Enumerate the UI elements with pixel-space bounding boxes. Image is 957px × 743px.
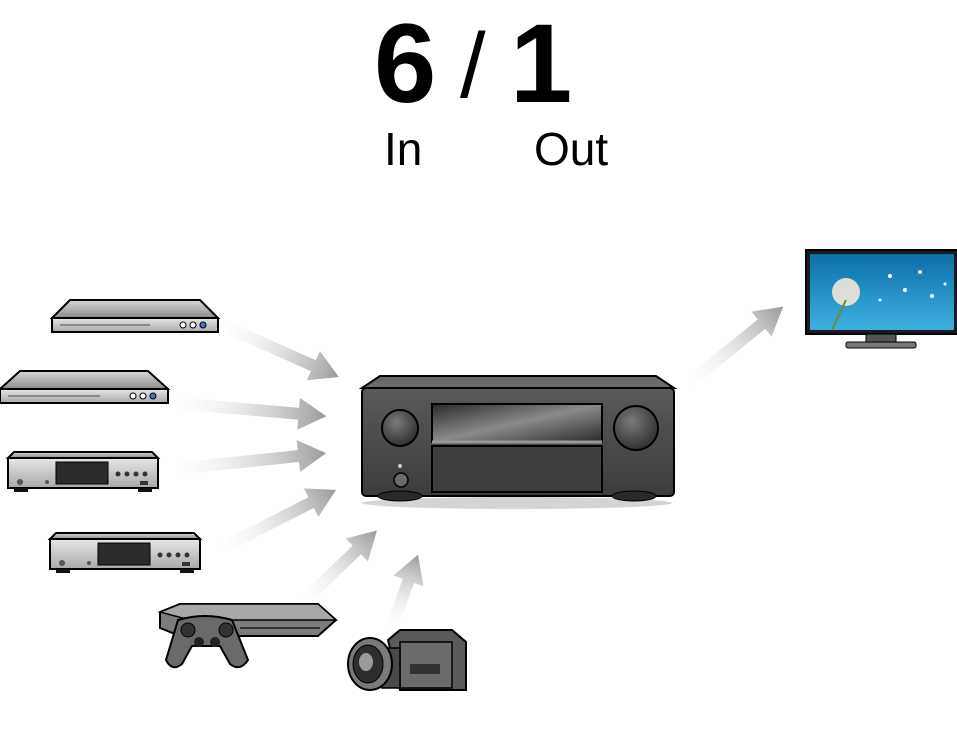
arrow-input-2 — [174, 397, 327, 430]
arrow-input-1 — [219, 319, 339, 381]
cd-player-icon — [47, 532, 203, 573]
arrow-input-6 — [386, 554, 424, 629]
game-console-icon — [157, 603, 338, 669]
tv-icon — [805, 249, 957, 349]
arrow-input-3 — [174, 440, 327, 475]
cd-player-icon — [5, 451, 161, 492]
blu-ray-player-icon — [49, 299, 221, 333]
connection-arrows — [174, 306, 784, 629]
arrow-input-5 — [300, 530, 377, 605]
blu-ray-player-icon — [0, 370, 171, 404]
outputs-count: 1 — [510, 1, 573, 126]
arrow-output — [686, 306, 784, 387]
inputs-count: 6 — [374, 1, 437, 126]
camcorder-icon — [347, 629, 467, 691]
inputs-label: In — [384, 123, 423, 175]
outputs-label: Out — [534, 123, 609, 175]
arrow-input-4 — [219, 488, 337, 554]
header: 6 / 1 In Out — [0, 0, 957, 180]
av-receiver-icon — [358, 375, 678, 509]
count-separator: / — [460, 15, 486, 117]
